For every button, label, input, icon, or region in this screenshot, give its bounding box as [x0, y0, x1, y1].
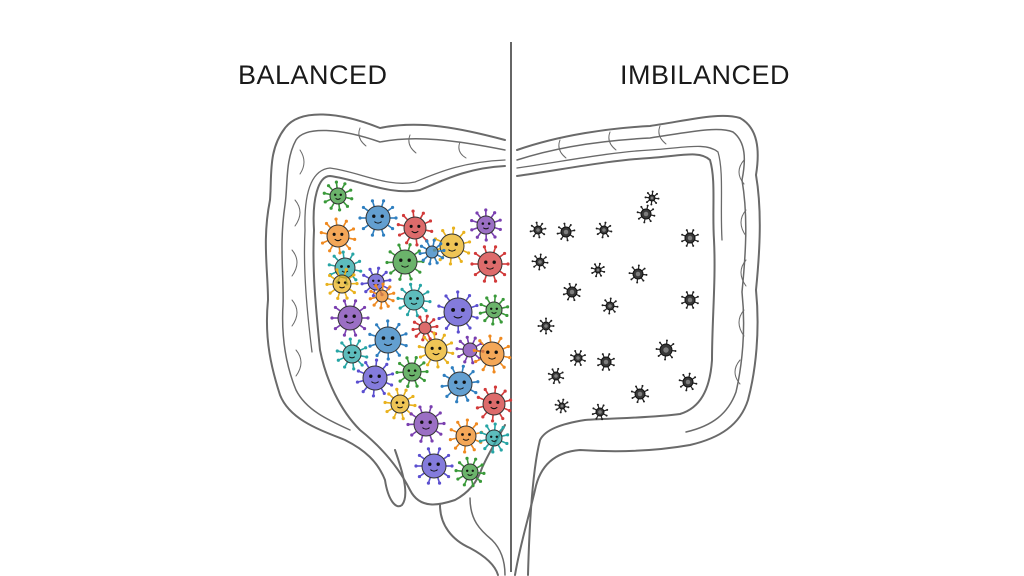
microbe-colored: [414, 447, 454, 485]
colon-right-half: [514, 114, 761, 576]
microbe-dark: [644, 190, 660, 206]
imbalanced-microbes: [529, 190, 699, 421]
microbe-colored: [330, 299, 370, 337]
microbe-dark: [628, 264, 648, 284]
imbalanced-label: IMBILANCED: [620, 60, 791, 90]
microbe-colored: [478, 422, 510, 454]
microbe-colored: [475, 385, 513, 423]
microbe-dark: [556, 222, 576, 242]
microbe-colored: [470, 208, 502, 242]
microbe-dark: [537, 317, 555, 335]
microbe-dark: [601, 297, 619, 315]
microbe-dark: [591, 403, 609, 421]
microbe-colored: [478, 294, 510, 326]
microbe-dark: [531, 253, 549, 271]
microbe-colored: [358, 199, 398, 237]
microbe-colored: [325, 268, 359, 300]
microbe-colored: [470, 245, 510, 283]
microbe-colored: [472, 334, 512, 374]
microbe-dark: [681, 229, 699, 247]
microbe-colored: [396, 282, 432, 318]
microbe-colored: [385, 243, 425, 281]
microbe-colored: [335, 337, 369, 371]
microbe-colored: [418, 238, 446, 266]
microbe-colored: [355, 358, 395, 398]
microbe-dark: [562, 282, 582, 302]
microbe-dark: [529, 221, 547, 239]
microbe-dark: [597, 353, 615, 371]
microbe-colored: [454, 456, 486, 488]
microbe-dark: [547, 367, 565, 385]
microbe-colored: [368, 282, 396, 310]
balanced-label: BALANCED: [238, 60, 388, 90]
microbe-colored: [417, 331, 455, 369]
microbe-dark: [636, 204, 656, 224]
microbe-dark: [681, 291, 699, 309]
microbe-colored: [383, 387, 417, 421]
colon-left-half: [264, 113, 506, 576]
microbe-colored: [411, 314, 439, 342]
microbe-colored: [406, 405, 446, 443]
microbe-colored: [322, 180, 354, 212]
microbe-colored: [448, 418, 484, 454]
microbe-colored: [396, 209, 434, 247]
microbe-dark: [554, 398, 570, 414]
microbe-colored: [395, 356, 429, 388]
microbe-colored: [440, 364, 480, 404]
microbe-dark: [590, 262, 606, 278]
microbe-dark: [655, 339, 677, 361]
microbe-colored: [368, 319, 408, 361]
microbe-dark: [595, 221, 613, 239]
balanced-microbes: [319, 180, 513, 488]
microbe-colored: [437, 290, 479, 334]
microbe-dark: [678, 372, 698, 392]
microbe-dark: [630, 384, 650, 404]
microbe-dark: [570, 350, 586, 366]
microbe-colored: [319, 217, 357, 255]
